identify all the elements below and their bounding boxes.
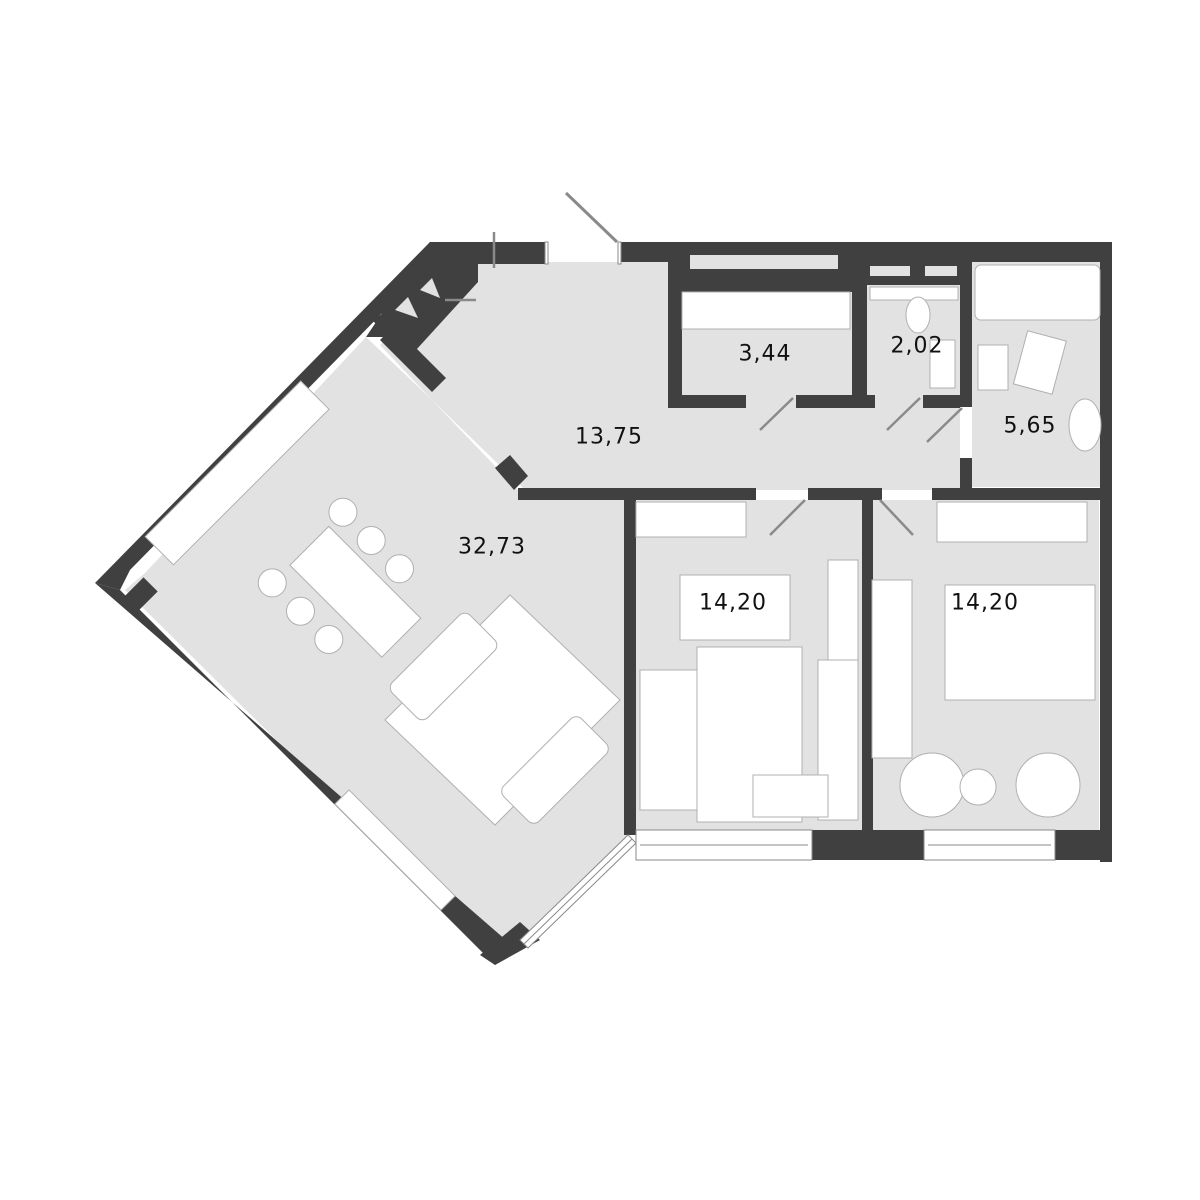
- shaft-icons: [395, 278, 440, 318]
- area-label-bedroom-2: 14,20: [951, 590, 1019, 616]
- toilet-bowl: [905, 296, 931, 334]
- balcony-door: [544, 191, 622, 265]
- armchair: [899, 752, 965, 818]
- double-bed: [944, 584, 1096, 701]
- bathroom-sink: [1068, 398, 1102, 452]
- area-label-bathroom: 5,65: [1003, 413, 1057, 439]
- area-label-toilet: 2,02: [890, 333, 944, 359]
- bath-mat: [1012, 330, 1067, 395]
- washing-machine: [977, 344, 1009, 391]
- area-label-bedroom-1: 14,20: [699, 590, 767, 616]
- sofa: [389, 612, 498, 721]
- kitchen-counter: [144, 380, 330, 566]
- tv-unit: [334, 789, 456, 911]
- sofa: [501, 716, 609, 824]
- shelf: [827, 559, 859, 676]
- bed-small: [679, 574, 791, 641]
- desk: [752, 774, 829, 818]
- side-table: [959, 768, 997, 806]
- chair: [328, 497, 358, 527]
- armchair: [1015, 752, 1081, 818]
- area-label-living-kitchen: 32,73: [458, 534, 526, 560]
- dresser: [871, 579, 913, 759]
- wardrobe: [936, 501, 1088, 543]
- wardrobe: [635, 501, 747, 538]
- bathtub: [974, 264, 1101, 321]
- area-label-storage: 3,44: [738, 341, 792, 367]
- furniture: [144, 264, 1102, 911]
- windows: [519, 255, 1056, 949]
- doors: [445, 232, 963, 536]
- area-label-hallway: 13,75: [575, 424, 643, 450]
- dining-table: [289, 525, 422, 658]
- storage-shelves: [681, 291, 851, 330]
- desk: [817, 659, 859, 821]
